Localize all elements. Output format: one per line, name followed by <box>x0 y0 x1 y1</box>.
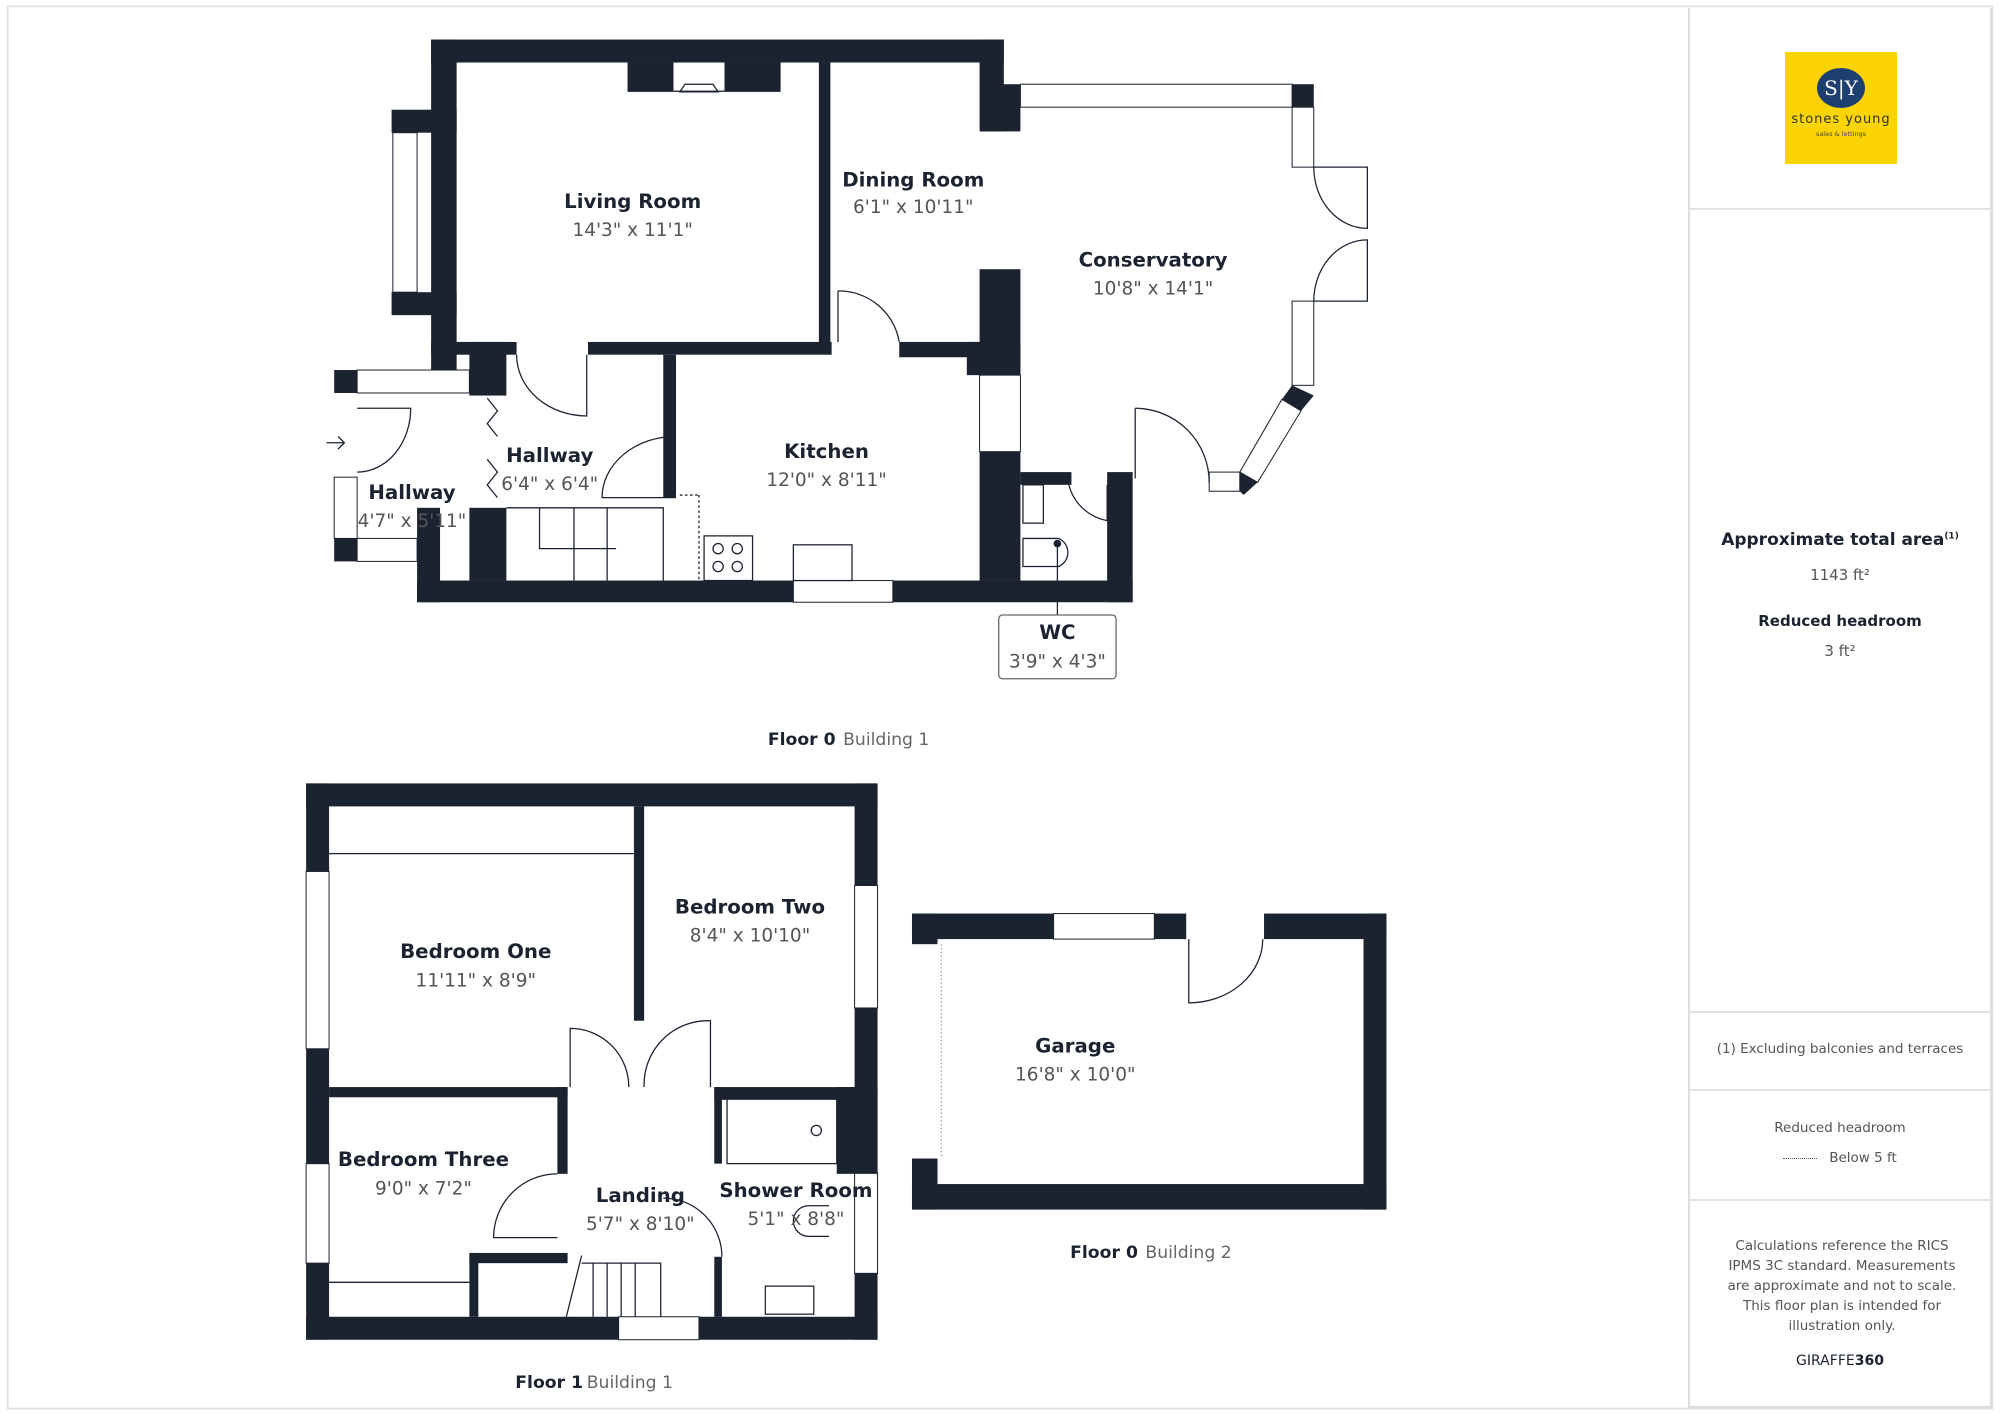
room-name: Bedroom One <box>400 940 551 963</box>
divider <box>1690 1199 1990 1201</box>
brand-text: GIRAFFE <box>1796 1353 1855 1369</box>
legend-title: Reduced headroom <box>1774 1120 1906 1136</box>
window <box>1291 106 1315 168</box>
room-dims: 10'8" x 14'1" <box>1093 279 1213 300</box>
window <box>854 884 879 1009</box>
room-name: Shower Room <box>719 1179 872 1202</box>
door-swing <box>1068 484 1108 522</box>
room-dims: 5'7" x 8'10" <box>586 1214 695 1235</box>
staircase <box>565 1255 662 1317</box>
total-area-label: Approximate total area <box>1721 530 1945 550</box>
total-area-heading: Approximate total area(1) <box>1690 530 1990 550</box>
window <box>979 374 1021 453</box>
disclaimer: Calculations reference the RICS IPMS 3C … <box>1727 1238 1957 1334</box>
window <box>1239 398 1302 483</box>
footnote: (1) Excluding balconies and terraces <box>1716 1041 1964 1057</box>
window <box>305 1163 330 1264</box>
wc-label-box <box>998 614 1117 680</box>
floor-label: Floor 0 <box>768 730 836 750</box>
building-label: Building 2 <box>1145 1243 1231 1263</box>
room-name: Hallway <box>368 481 455 504</box>
info-panel: S|Y stones young sales & lettings Approx… <box>1688 8 1992 1408</box>
door-swing <box>663 1197 723 1257</box>
building-label: Building 1 <box>843 730 929 750</box>
toilet <box>792 1205 830 1238</box>
giraffe360-brand: GIRAFFE360 <box>1690 1353 1990 1369</box>
room-name: Conservatory <box>1079 249 1228 272</box>
front-door <box>357 407 412 473</box>
building-label: Building 1 <box>587 1373 673 1393</box>
staircase <box>506 507 664 581</box>
room-dims: 11'11" x 8'9" <box>416 970 536 991</box>
sink <box>792 544 853 582</box>
room-name: Kitchen <box>784 440 869 463</box>
total-area-value: 1143 ft² <box>1810 566 1870 584</box>
basin <box>764 1285 815 1315</box>
room-name: Garage <box>1035 1035 1115 1058</box>
window <box>392 132 418 293</box>
room-name: WC <box>1039 621 1075 644</box>
shower-tray <box>726 1096 838 1165</box>
room-name: Landing <box>596 1184 685 1207</box>
room-name: Hallway <box>506 444 593 467</box>
entrance-arrow-icon <box>326 435 346 450</box>
floor-label: Floor 0 <box>1070 1243 1138 1263</box>
folding-door <box>486 397 499 499</box>
window <box>1053 913 1155 940</box>
room-dims: 6'1" x 10'11" <box>853 197 973 218</box>
dotted-line-icon <box>1783 1157 1818 1159</box>
door-swing <box>1188 939 1264 1004</box>
room-dims: 12'0" x 8'11" <box>766 470 886 491</box>
floor1-building1-plan: Bedroom One 11'11" x 8'9" Bedroom Two 8'… <box>305 783 879 1393</box>
legend-item: Below 5 ft <box>1690 1150 1990 1166</box>
floor0-building1-plan: Living Room 14'3" x 11'1" Dining Room 6'… <box>326 39 1368 750</box>
door-swing <box>1135 407 1210 483</box>
french-doors <box>1313 166 1368 302</box>
room-dims: 14'3" x 11'1" <box>572 220 692 241</box>
legend-item-label: Below 5 ft <box>1829 1150 1897 1166</box>
room-name: Bedroom Three <box>338 1148 509 1171</box>
room-dims: 4'7" x 5'11" <box>358 511 467 532</box>
brand-number: 360 <box>1854 1353 1884 1369</box>
page-border <box>6 5 1994 1410</box>
door-swing <box>515 354 588 417</box>
logo-name: stones young <box>1791 112 1891 127</box>
logo-monogram: S|Y <box>1817 68 1865 108</box>
room-name: Bedroom Two <box>675 896 825 919</box>
door-swing <box>492 1173 558 1239</box>
window <box>1291 300 1315 386</box>
room-name: Dining Room <box>842 168 984 191</box>
door-swing <box>569 1020 712 1088</box>
window <box>1019 83 1293 108</box>
window <box>356 537 418 562</box>
window <box>356 369 470 394</box>
room-dims: 3'9" x 4'3" <box>1009 651 1106 672</box>
divider <box>1690 1011 1990 1013</box>
logo-tagline: sales & lettings <box>1815 130 1867 138</box>
room-dims: 16'8" x 10'0" <box>1015 1065 1135 1086</box>
toilet <box>1022 537 1069 568</box>
room-name: Living Room <box>564 190 701 213</box>
reduced-headroom-label: Reduced headroom <box>1758 612 1922 630</box>
room-dims: 9'0" x 7'2" <box>375 1178 472 1199</box>
window <box>333 476 358 539</box>
window <box>792 580 894 603</box>
reduced-headroom-value: 3 ft² <box>1824 642 1856 660</box>
room-dims: 6'4" x 6'4" <box>501 474 598 495</box>
window <box>305 870 330 1050</box>
basin <box>1022 484 1045 524</box>
divider <box>1690 208 1990 210</box>
room-dims: 8'4" x 10'10" <box>690 926 810 947</box>
floor-label: Floor 1 <box>515 1373 583 1393</box>
door-swing <box>601 435 677 499</box>
stones-young-logo: S|Y stones young sales & lettings <box>1785 52 1897 164</box>
footnote-marker: (1) <box>1944 531 1959 542</box>
hob <box>703 535 754 582</box>
door-swing <box>837 290 900 343</box>
divider <box>1690 1089 1990 1091</box>
floor0-building2-plan: Garage 16'8" x 10'0" Floor 0 Building 2 <box>911 913 1387 1263</box>
window <box>618 1316 700 1341</box>
room-dims: 5'1" x 8'8" <box>747 1209 844 1230</box>
